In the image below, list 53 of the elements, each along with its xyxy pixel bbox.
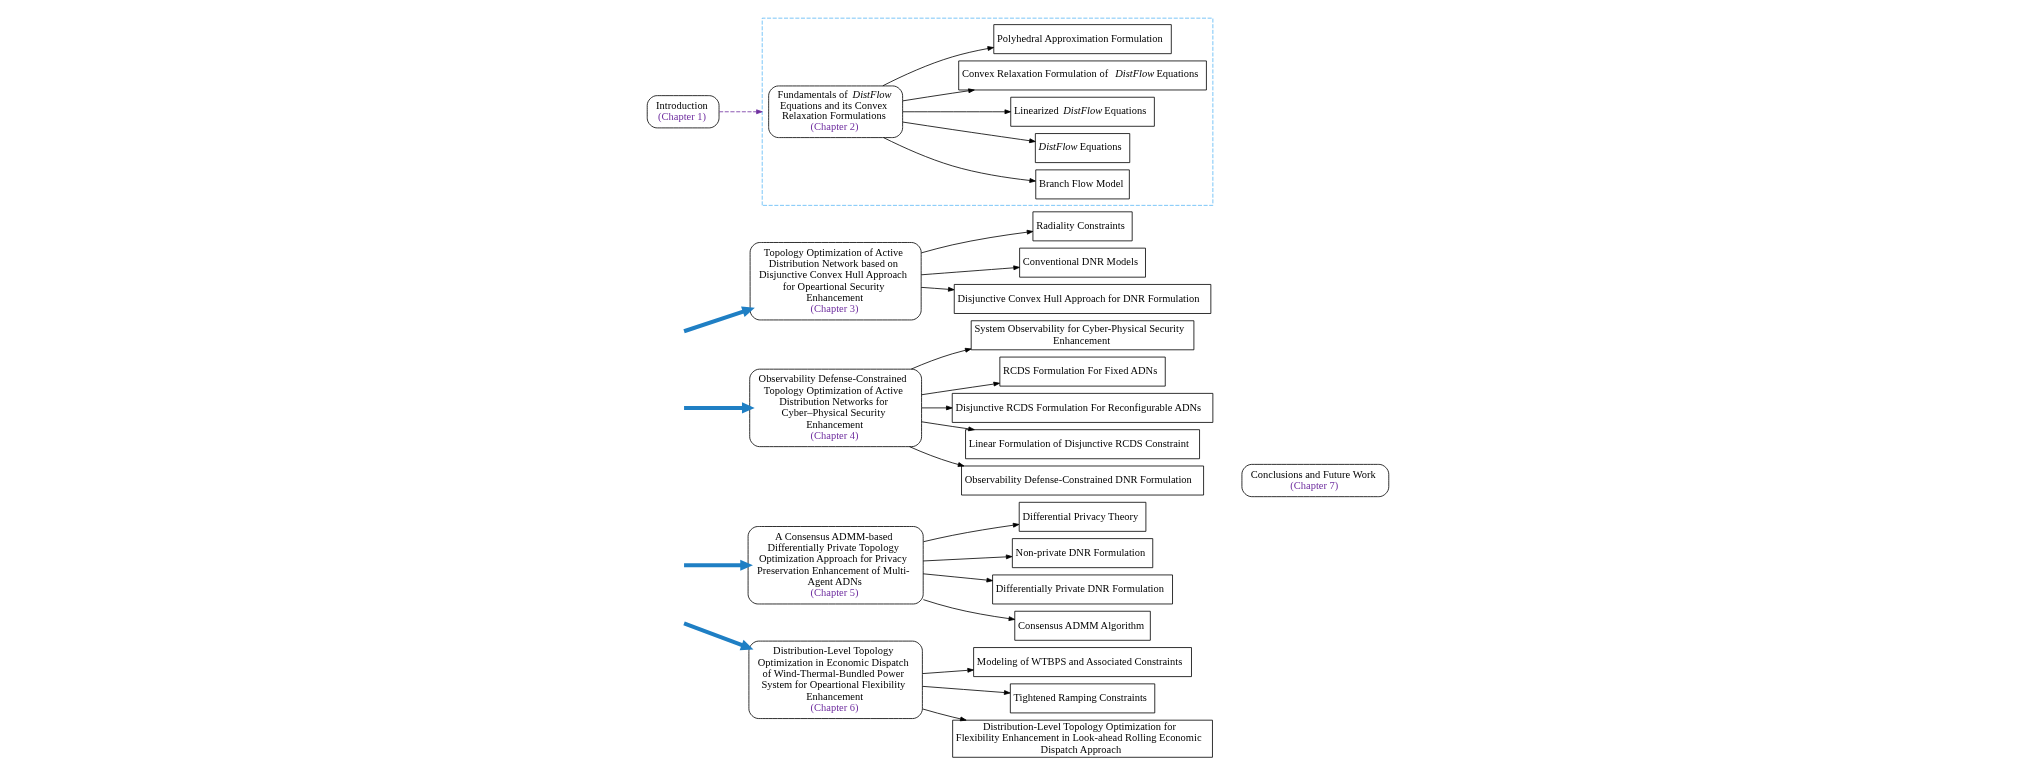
arrow xyxy=(881,46,994,87)
node-box: Branch Flow Model xyxy=(1034,169,1130,200)
arrow xyxy=(682,621,753,651)
arrow xyxy=(910,347,971,370)
arrow xyxy=(922,573,993,583)
node-box: Polyhedral Approximation Formulation xyxy=(992,24,1172,55)
node-box: Linear Formulation of Disjunctive RCDS Constraint xyxy=(964,429,1200,460)
arrow xyxy=(920,381,1000,396)
node-box: Disjunctive Convex Hull Approach for DNR Formulation xyxy=(953,284,1211,314)
node-box: Radiality Constraints xyxy=(1032,211,1133,242)
arrow xyxy=(882,137,1036,183)
node-box: Non-private DNR Formulation xyxy=(1011,538,1153,569)
arrow xyxy=(921,708,967,722)
arrow xyxy=(683,559,753,571)
arrow xyxy=(921,405,953,411)
node-box: A Consensus ADMM-based Differentially Private Topology Optimization Approach for Privacy Preservation Enhancement of Multi-Agent ADNs (Chapter 5) xyxy=(747,526,924,605)
arrow xyxy=(901,88,975,102)
arrow xyxy=(901,121,1036,144)
node-box: DistFlow Equations xyxy=(1034,133,1130,163)
arrow xyxy=(920,229,1033,254)
node-box: Introduction (Chapter 1) xyxy=(646,95,719,129)
node-box: Conclusions and Future Work (Chapter 7) xyxy=(1241,463,1389,498)
arrow xyxy=(921,685,1010,695)
node-box: System Observability for Cyber-Physical Security Enhancement xyxy=(970,320,1194,351)
node-box: Topology Optimization of Active Distribution Network based on Disjunctive Convex Hull Approach for Opeartional Security Enhancement (Chapter 3) xyxy=(749,242,922,321)
node-box: Consensus ADMM Algorithm xyxy=(1013,610,1151,641)
arrow xyxy=(920,286,954,292)
node-box: Fundamentals of DistFlow Equations and its Convex Relaxation Formulations (Chapter 2) xyxy=(767,85,903,138)
node-box: Distribution-Level Topology Optimization in Economic Dispatch of Wind-Thermal-Bundled Power System for Opeartional Flexibility Enhancement (Chapter 6) xyxy=(748,640,923,719)
arrow xyxy=(920,265,1020,276)
node-box: RCDS Formulation For Fixed ADNs xyxy=(998,356,1166,387)
arrow xyxy=(921,667,974,674)
node-box: Differential Privacy Theory xyxy=(1018,501,1146,532)
arrow xyxy=(682,306,755,334)
arrow xyxy=(718,109,763,115)
node-box: Tightened Ramping Constraints xyxy=(1009,683,1155,714)
node-box: Observability Defense-Constrained Topology Optimization of Active Distribution Networks for Cyber–Physical Security Enhancement (Chapter 4) xyxy=(748,368,922,448)
node-box: Convex Relaxation Formulation of DistFlow Equations xyxy=(957,60,1207,91)
node-box: Linearized DistFlow Equations xyxy=(1009,96,1155,127)
arrow xyxy=(683,402,755,414)
node-box: Distribution-Level Topology Optimization for Flexibility Enhancement in Look-ahead Rolling Economic Dispatch Approach xyxy=(951,719,1213,758)
arrow xyxy=(901,109,1011,115)
cluster xyxy=(761,17,1213,206)
arrow xyxy=(922,599,1015,621)
arrow xyxy=(922,522,1019,543)
node-box: Conventional DNR Models xyxy=(1018,247,1146,278)
node-box: Modeling of WTBPS and Associated Constraints xyxy=(972,647,1192,677)
node-box: Observability Defense-Constrained DNR Formulation xyxy=(960,465,1204,496)
arrow xyxy=(908,446,964,467)
arrow xyxy=(920,421,975,432)
node-box: Disjunctive RCDS Formulation For Reconfigurable ADNs xyxy=(951,392,1213,423)
node-box: Differentially Private DNR Formulation xyxy=(991,574,1173,605)
arrow xyxy=(922,554,1012,562)
